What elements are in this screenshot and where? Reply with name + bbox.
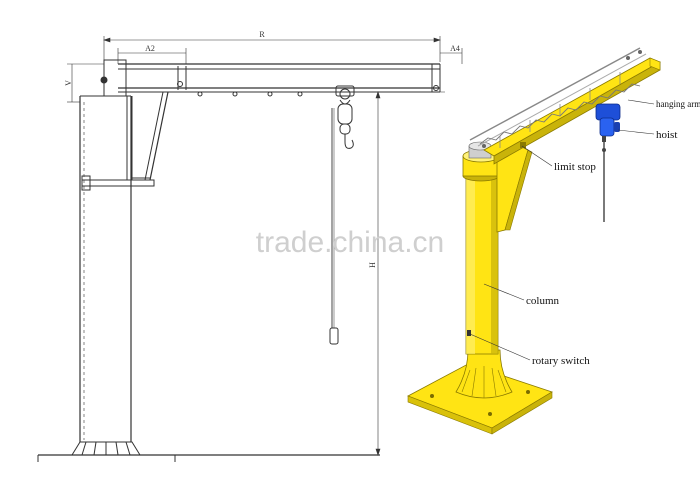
- dim-label-a4: A4: [450, 44, 460, 53]
- callout-lines: [469, 99, 655, 361]
- dim-label-a2: A2: [145, 44, 155, 53]
- jib-arm-outline: [118, 63, 441, 97]
- technical-drawing: [37, 36, 463, 462]
- column-outline: [79, 95, 132, 442]
- watermark: trade.china.cn: [256, 226, 444, 259]
- hanging-arm-3d: [469, 47, 661, 165]
- dim-label-h: H: [368, 262, 377, 268]
- base-plate-outline: [37, 441, 380, 462]
- limit-stop-3d: [520, 142, 526, 148]
- label-hanging-arm: hanging arm: [656, 99, 700, 109]
- column-3d: [465, 175, 499, 355]
- column-head: [100, 59, 131, 97]
- jib-strut-3d: [496, 145, 533, 233]
- dim-label-v: V: [64, 80, 73, 86]
- base-plate-3d: [407, 349, 553, 435]
- dimension-lines: [67, 36, 463, 456]
- hoist-outline: [329, 85, 355, 345]
- label-limit-stop: limit stop: [554, 161, 596, 173]
- watermark-text: trade.china.cn: [256, 226, 444, 259]
- slewing-collar: [81, 175, 155, 191]
- crane-3d-illustration: [407, 47, 661, 435]
- dim-label-r: R: [259, 30, 265, 39]
- jib-support-strut: [126, 91, 169, 181]
- label-hoist: hoist: [656, 129, 677, 141]
- hoist-3d: [595, 103, 621, 222]
- label-column: column: [526, 295, 559, 307]
- label-rotary-switch: rotary switch: [532, 355, 590, 367]
